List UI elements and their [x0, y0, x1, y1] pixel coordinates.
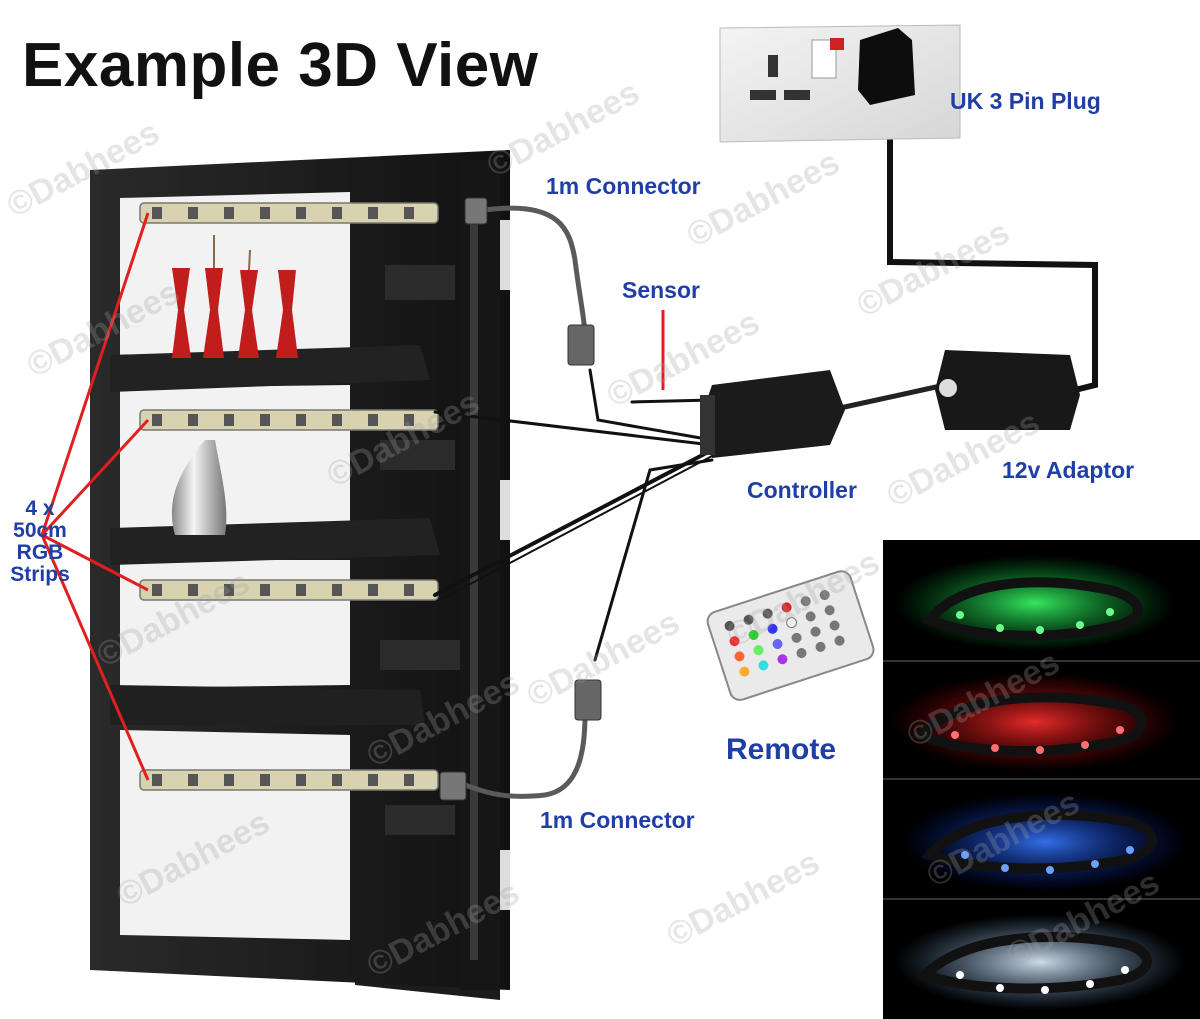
bookshelf — [90, 150, 510, 1000]
strips-label-line: RGB — [16, 541, 64, 564]
shelf-led-strips — [139, 202, 439, 791]
connector-icon — [439, 197, 602, 801]
silver-vase — [171, 440, 227, 535]
remote-label: Remote — [726, 733, 837, 766]
adaptor-icon — [935, 350, 1080, 430]
remote-icon — [706, 570, 875, 701]
controller-box-icon — [700, 370, 845, 458]
led-strip-icon — [139, 202, 439, 791]
strip-color-photos — [883, 540, 1200, 1019]
strips-label-line: 4 x — [25, 497, 55, 520]
strip-pointer-lines — [40, 212, 665, 781]
cables — [433, 87, 1098, 799]
strips-label-line: Strips — [10, 563, 70, 586]
top-connector-label: 1m Connector — [546, 173, 701, 199]
bottom-connector-label: 1m Connector — [540, 807, 695, 833]
strips-label-line: 50cm — [13, 519, 67, 542]
adaptor-label: 12v Adaptor — [1002, 457, 1135, 483]
controller-label: Controller — [747, 477, 857, 503]
red-vases — [172, 235, 298, 358]
sensor-label: Sensor — [622, 277, 700, 303]
strips-label: 4 x 50cm RGB Strips — [0, 498, 80, 586]
page-title: Example 3D View — [22, 31, 539, 100]
wall-socket-icon — [719, 24, 961, 143]
plug-icon — [858, 28, 915, 105]
plug-label: UK 3 Pin Plug — [950, 88, 1101, 114]
